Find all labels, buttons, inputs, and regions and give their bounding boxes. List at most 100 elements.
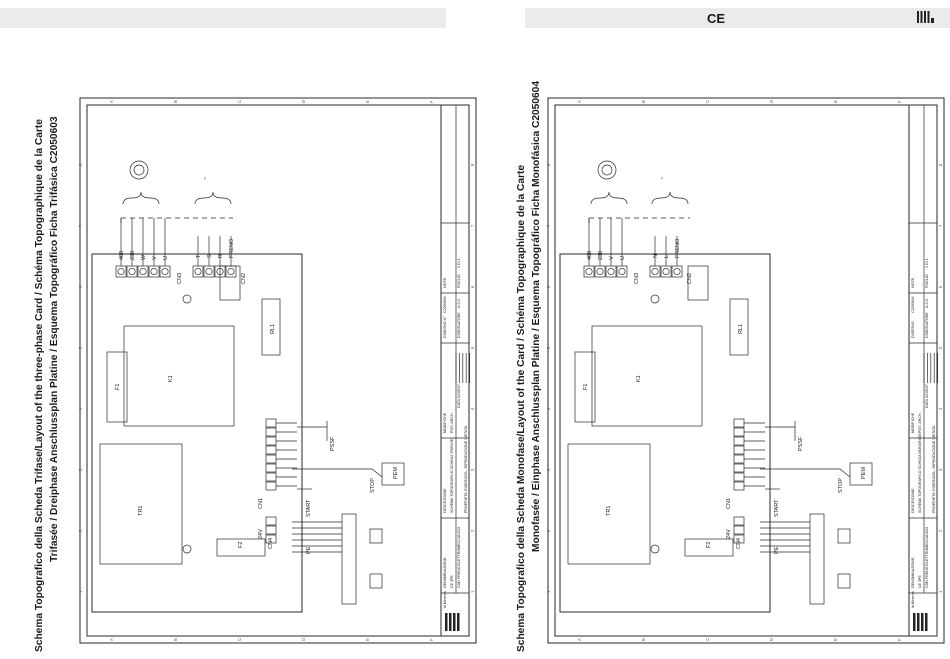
transformer-tr1 <box>99 443 183 565</box>
f2-label: F2 <box>706 542 712 548</box>
grid-row-right-4: 4 <box>470 407 475 410</box>
cn3-label-V: V <box>152 256 158 260</box>
denominazione-line1: CE 3PE <box>918 575 922 588</box>
logo-bar <box>921 613 924 631</box>
relay-rl1 <box>261 298 281 356</box>
cn3-label-230: 230 <box>130 251 136 260</box>
cn4-pin-0 <box>733 516 745 526</box>
mount-hole <box>182 294 192 304</box>
foglio-value: 1 DI 1 <box>457 258 461 268</box>
cn4-pin-0 <box>265 516 277 526</box>
harness-bar <box>341 513 357 605</box>
cn2-label: CN2 <box>241 273 247 284</box>
cn3-label: CN3 <box>634 273 640 284</box>
terminal-screw <box>227 267 235 276</box>
brace-right <box>194 191 232 205</box>
harness-bar <box>809 513 825 605</box>
terminal-screw <box>128 267 136 276</box>
terminal-screw <box>673 267 681 276</box>
cn1-pin-1 <box>733 427 745 437</box>
cn1-pin-0 <box>733 418 745 428</box>
inner-frame <box>554 104 938 637</box>
cn2-label-s: S <box>207 254 213 258</box>
grid-col-bottom-E: E <box>365 638 370 641</box>
pe-label: PE <box>306 546 312 554</box>
cn1-pin-7 <box>733 481 745 491</box>
fuse-f1 <box>106 351 128 423</box>
grid-row-left-7: 7 <box>546 224 551 227</box>
denominazione-line2: CON FRENO ELETTROMECCANICO <box>457 527 461 588</box>
grid-col-bottom-F: F <box>429 638 434 641</box>
grid-row-right-1: 1 <box>470 590 475 593</box>
motor-symbol-icon <box>129 160 149 180</box>
cn1-pin-1 <box>265 427 277 437</box>
fuse-holder <box>687 265 709 301</box>
fuse-f2 <box>684 538 734 557</box>
terminal-screw <box>618 267 626 276</box>
cn1-label: CN1 <box>726 498 732 509</box>
logo-bar <box>917 613 920 631</box>
grid-row-left-7: 7 <box>78 224 83 227</box>
cn3-label-400: 400 <box>587 251 593 260</box>
grid-row-left-2: 2 <box>78 529 83 532</box>
disegno-value: C2050604 <box>911 296 915 313</box>
proprieta-notice: PROPRIETA' RISERVATA - RIPRODUZIONE VIET… <box>932 425 936 513</box>
relay-rl1 <box>729 298 749 356</box>
brand-name: la Minerva <box>443 591 447 608</box>
cn1-pin-5 <box>265 463 277 473</box>
stop-label: STOP <box>838 478 844 493</box>
disegnatore-label: DISEGNATORE <box>457 312 461 338</box>
cn1-pin-2 <box>265 436 277 446</box>
foglio-label: FOGLIO <box>925 274 929 288</box>
grid-col-top-E: E <box>365 100 370 103</box>
cn3-label-V: V <box>609 256 615 260</box>
foglio-label: FOGLIO <box>457 274 461 288</box>
stop-wire <box>760 468 851 478</box>
cn1-pin-7 <box>265 481 277 491</box>
pos-arch: POS. ARCH. <box>450 412 454 433</box>
terminal-screw <box>596 267 604 276</box>
proprieta-notice: PROPRIETA' RISERVATA - RIPRODUZIONE VIET… <box>464 425 468 513</box>
cn1-pin-4 <box>733 454 745 464</box>
grid-col-bottom-C: C <box>237 638 242 641</box>
descrizione-label: DESCRIZIONE: <box>911 487 915 513</box>
terminal-screw <box>139 267 147 276</box>
disegno-value: C2050603 <box>443 296 447 313</box>
grid-row-left-8: 8 <box>78 163 83 166</box>
grid-col-bottom-F: F <box>897 638 902 641</box>
terminal-screw <box>150 267 158 276</box>
terminal-screw <box>194 267 202 276</box>
tr1-label: TR1 <box>606 506 612 516</box>
cn2-label-t: T <box>196 254 202 258</box>
logo-bar <box>453 613 456 631</box>
pem-label: PEM <box>861 467 867 479</box>
grid-row-left-1: 1 <box>546 590 551 593</box>
grid-col-top-E: E <box>833 100 838 103</box>
transformer-tr1 <box>567 443 651 565</box>
foglio-value: 1 DI 1 <box>925 258 929 268</box>
descrizione-label: DESCRIZIONE: <box>443 487 447 513</box>
grid-row-right-8: 8 <box>470 163 475 166</box>
pe-label: PE <box>774 546 780 554</box>
grid-col-top-D: D <box>769 100 774 103</box>
grid-col-top-D: D <box>301 100 306 103</box>
cn1-pin-4 <box>265 454 277 464</box>
cn1-pin-6 <box>265 472 277 482</box>
motor-symbol-inner-icon <box>601 164 613 176</box>
cn2-label-l: L <box>664 255 670 258</box>
start-label: START <box>306 499 312 517</box>
contactor-k1 <box>123 325 235 427</box>
cn4-pin-1 <box>733 525 745 535</box>
disegno-label: DISEGNO N° <box>443 316 447 338</box>
cn4-label: CN4 <box>268 538 274 549</box>
grid-col-bottom-D: D <box>301 638 306 641</box>
left-title-line2: Trifasée / Dreiphase Anschlussplan Plati… <box>49 116 60 562</box>
pem-box <box>381 462 405 486</box>
cn1-pin-3 <box>733 445 745 455</box>
right-title: Schema Topografico della Scheda Monofase… <box>516 81 542 652</box>
grid-row-right-6: 6 <box>470 285 475 288</box>
cn4-label: CN4 <box>736 538 742 549</box>
grid-row-right-7: 7 <box>470 224 475 227</box>
